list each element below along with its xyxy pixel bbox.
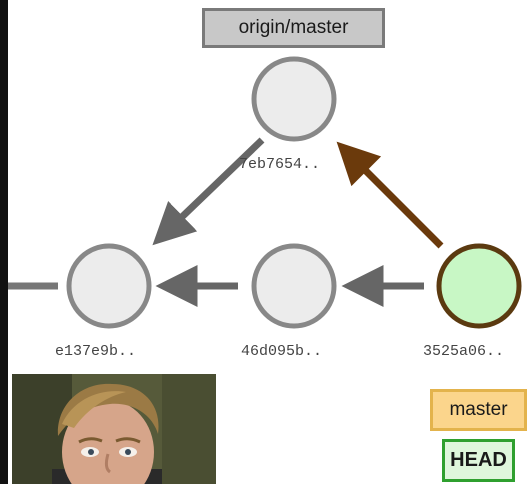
presenter-photo	[12, 374, 216, 484]
commit-node-e137e9b[interactable]	[66, 243, 152, 329]
commit-hash-7eb7654: 7eb7654..	[239, 156, 321, 173]
ref-label-head: HEAD	[442, 439, 515, 482]
edge-7eb7654-to-e137e9b	[152, 137, 265, 246]
ref-label-master: master	[430, 389, 527, 431]
ref-label-origin-master: origin/master	[202, 8, 385, 48]
commit-hash-46d095b: 46d095b..	[241, 343, 323, 360]
left-border	[0, 0, 8, 484]
commit-node-46d095b[interactable]	[251, 243, 337, 329]
commit-hash-e137e9b: e137e9b..	[55, 343, 137, 360]
commit-node-7eb7654[interactable]	[251, 56, 337, 142]
commit-node-3525a06[interactable]	[436, 243, 522, 329]
edge-3525a06-to-7eb7654	[336, 141, 444, 249]
commit-hash-3525a06: 3525a06..	[423, 343, 505, 360]
